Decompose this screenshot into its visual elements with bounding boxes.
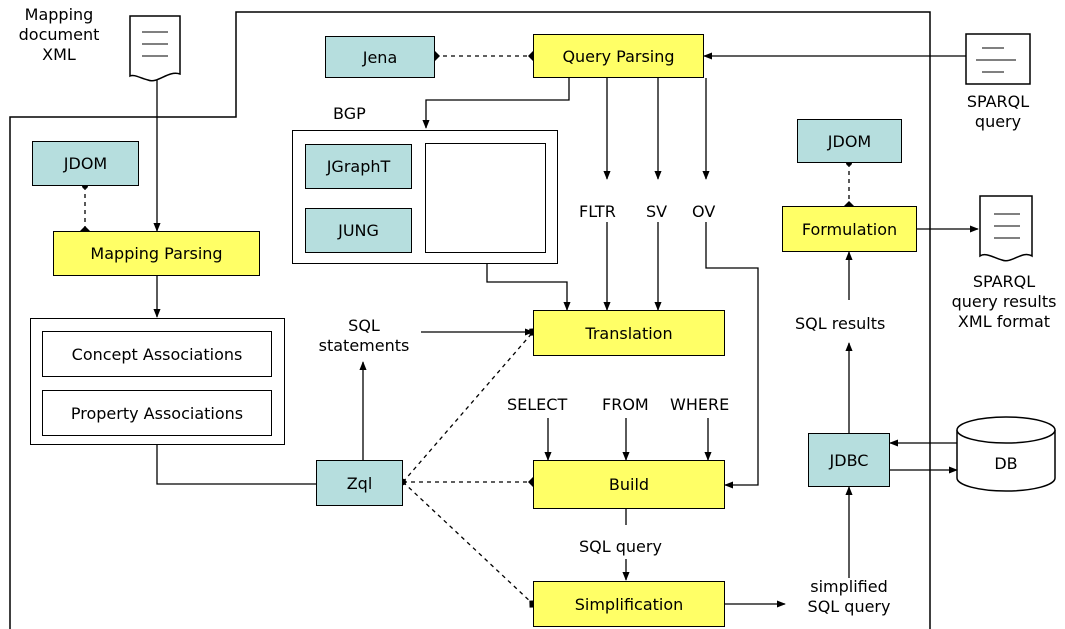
sparql-query-line-2: query [974,112,1022,131]
line-associations-to-zql [156,445,316,485]
query-parsing-node[interactable]: Query Parsing [533,34,704,78]
jdom-left-node[interactable]: JDOM [32,141,139,186]
build-node[interactable]: Build [533,460,725,509]
bgp-label: BGP [333,104,366,123]
jdom-right-node[interactable]: JDOM [797,119,902,163]
system-boundary [9,11,931,629]
sparql-results-label: SPARQL query results XML format [944,272,1064,332]
concept-associations-node[interactable]: Concept Associations [42,331,272,377]
sql-statements-line-2: statements [318,336,410,355]
zql-node[interactable]: Zql [316,460,403,506]
ov-label: OV [692,202,716,221]
sparql-results-line-1: SPARQL [972,272,1036,291]
mapping-document-label: Mapping document XML [0,5,118,65]
dashed-zql-translation [399,328,537,486]
simplified-sql-label: simplified SQL query [787,577,911,617]
arrow-bgp-to-translation [486,253,571,311]
fltr-label: FLTR [579,202,616,221]
jena-node[interactable]: Jena [325,36,435,78]
arrow-ov-to-build [705,222,759,489]
sql-results-label: SQL results [795,314,886,333]
simplified-sql-line-1: simplified [810,577,888,596]
arrow-query-parsing-to-bgp [422,78,570,129]
select-label: SELECT [507,395,568,414]
database-cylinder [956,416,1056,492]
sparql-query-line-1: SPARQL [966,92,1030,111]
simplification-node[interactable]: Simplification [533,581,725,627]
dashed-zql-simplification [402,481,537,608]
sparql-query-icon [965,33,1031,85]
property-associations-node[interactable]: Property Associations [42,390,272,436]
jgrapht-node[interactable]: JGraphT [305,144,412,189]
where-label: WHERE [670,395,730,414]
sparql-query-label: SPARQL query [953,92,1043,132]
mapping-doc-line-3: XML [42,45,76,64]
sparql-results-line-2: query results [951,292,1057,311]
sparql-results-document-icon [979,195,1033,262]
sql-statements-line-1: SQL [348,316,380,335]
formulation-node[interactable]: Formulation [782,206,917,252]
db-label: DB [994,453,1018,473]
mapping-doc-line-2: document [18,25,100,44]
translation-node[interactable]: Translation [533,310,725,356]
graph-frame [425,143,546,253]
from-label: FROM [602,395,649,414]
jung-node[interactable]: JUNG [305,208,412,253]
sparql-results-line-3: XML format [957,312,1051,331]
jdbc-node[interactable]: JDBC [808,433,890,487]
mapping-document-icon [129,15,181,82]
mapping-parsing-node[interactable]: Mapping Parsing [53,231,260,276]
simplified-sql-line-2: SQL query [807,597,891,616]
sv-label: SV [646,202,668,221]
mapping-doc-line-1: Mapping [24,5,94,24]
sql-query-label: SQL query [579,537,662,556]
sql-statements-label: SQL statements [308,316,420,356]
